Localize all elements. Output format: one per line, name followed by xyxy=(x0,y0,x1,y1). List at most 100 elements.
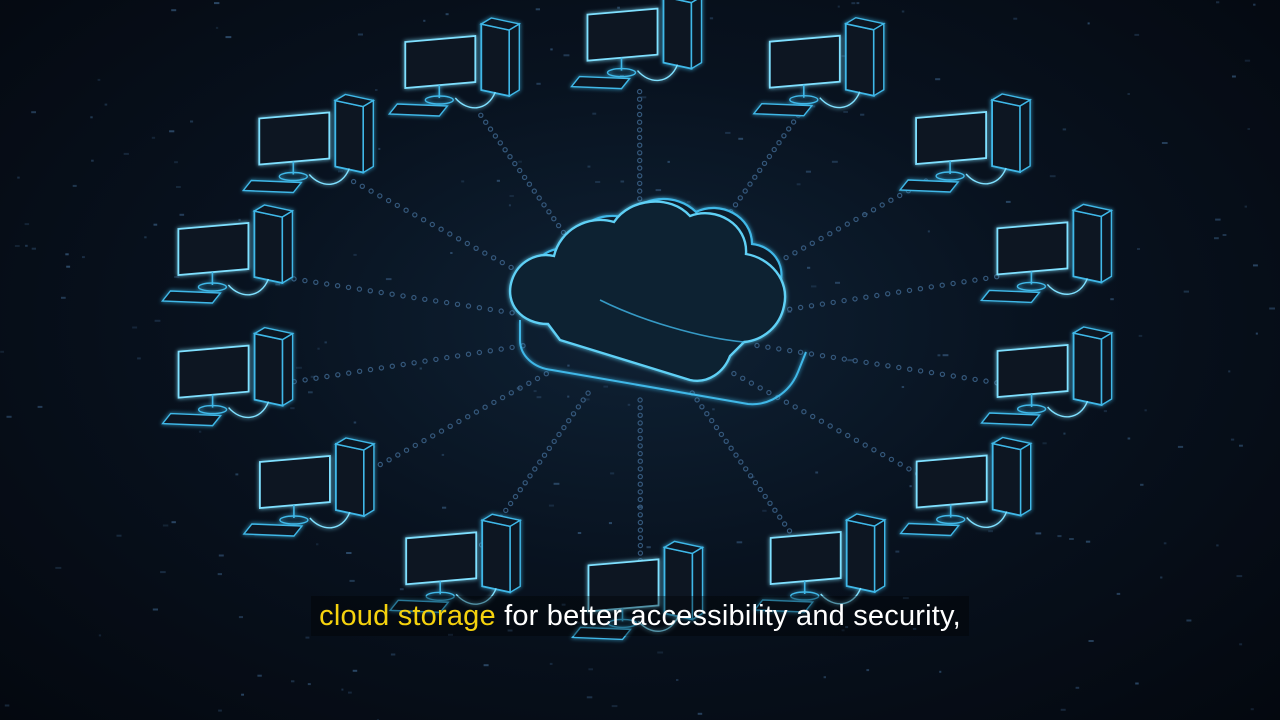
grid-dot xyxy=(588,668,593,671)
workstation-ring xyxy=(160,0,1114,641)
grid-dot xyxy=(445,13,449,16)
grid-dot xyxy=(1135,682,1139,685)
grid-dot xyxy=(1269,307,1275,310)
grid-dot xyxy=(214,2,220,5)
workstation-icon xyxy=(571,540,705,641)
grid-dot xyxy=(55,566,62,569)
grid-dot xyxy=(399,588,404,591)
grid-dot xyxy=(667,160,670,163)
grid-dot xyxy=(174,276,180,278)
grid-dot xyxy=(988,530,993,533)
grid-dot xyxy=(218,554,224,557)
grid-dot xyxy=(1161,142,1168,144)
grid-dot xyxy=(1110,298,1114,301)
grid-dot xyxy=(1216,1,1220,4)
grid-dot xyxy=(390,653,396,656)
grid-dot xyxy=(295,366,302,369)
grid-dot xyxy=(154,319,161,322)
grid-dot xyxy=(171,9,177,12)
grid-dot xyxy=(496,179,500,182)
grid-dot xyxy=(860,113,865,116)
grid-dot xyxy=(316,543,319,546)
grid-dot xyxy=(1127,93,1130,95)
grid-dot xyxy=(1116,592,1121,595)
grid-dot xyxy=(1177,445,1184,448)
grid-dot xyxy=(805,170,811,173)
grid-dot xyxy=(586,696,593,699)
grid-dot xyxy=(1060,708,1066,711)
grid-dot xyxy=(837,5,840,8)
grid-dot xyxy=(1244,205,1247,208)
grid-dot xyxy=(1137,248,1140,250)
workstation-icon xyxy=(979,203,1114,304)
grid-dot xyxy=(1062,128,1067,131)
workstation-icon xyxy=(899,436,1033,537)
grid-dot xyxy=(563,54,570,57)
grid-dot xyxy=(1087,22,1090,25)
grid-dot xyxy=(4,704,10,707)
grid-dot xyxy=(535,8,540,11)
grid-dot xyxy=(291,680,295,683)
grid-dot xyxy=(90,116,93,119)
grid-dot xyxy=(793,102,796,105)
grid-dot xyxy=(385,278,392,281)
grid-dot xyxy=(174,161,178,164)
grid-dot xyxy=(549,662,553,665)
grid-dot xyxy=(132,326,138,329)
grid-dot xyxy=(762,509,767,512)
grid-dot xyxy=(305,636,310,639)
grid-dot xyxy=(1013,17,1018,20)
grid-dot xyxy=(533,390,537,393)
grid-dot xyxy=(1255,332,1258,335)
grid-dot xyxy=(1253,264,1258,267)
grid-dot xyxy=(584,398,590,401)
grid-dot xyxy=(901,10,905,13)
grid-dot xyxy=(577,532,582,534)
grid-dot xyxy=(423,19,426,22)
grid-dot xyxy=(592,112,597,115)
grid-dot xyxy=(17,176,20,179)
grid-dot xyxy=(823,676,826,679)
grid-dot xyxy=(610,472,615,475)
grid-dot xyxy=(238,218,241,221)
grid-dot xyxy=(835,281,840,284)
grid-dot xyxy=(815,471,819,474)
grid-dot xyxy=(620,180,625,183)
grid-dot xyxy=(341,688,344,691)
workstation-icon xyxy=(753,513,887,613)
grid-dot xyxy=(536,396,542,399)
connector-line xyxy=(280,343,526,386)
grid-dot xyxy=(235,473,239,476)
grid-dot xyxy=(275,283,281,286)
grid-dot xyxy=(856,2,860,5)
grid-dot xyxy=(646,546,651,549)
grid-dot xyxy=(483,664,489,667)
grid-dot xyxy=(1244,59,1251,62)
grid-dot xyxy=(518,160,522,163)
grid-dot xyxy=(553,482,560,485)
connector-line xyxy=(280,274,526,318)
grid-dot xyxy=(225,36,232,39)
grid-dot xyxy=(357,33,363,36)
grid-dot xyxy=(179,213,185,216)
grid-dot xyxy=(611,705,618,708)
connector-line xyxy=(689,390,802,548)
grid-dot xyxy=(603,385,609,388)
grid-dot xyxy=(567,364,570,367)
grid-dot xyxy=(308,391,313,394)
grid-dot xyxy=(349,579,355,582)
subtitle-text: for better accessibility and security, xyxy=(495,600,961,632)
grid-dot xyxy=(290,407,295,410)
grid-dot xyxy=(587,165,591,168)
workstation-icon xyxy=(160,204,295,304)
grid-dot xyxy=(841,55,846,58)
grid-dot xyxy=(31,111,36,114)
grid-dot xyxy=(152,608,158,611)
subtitle-highlight-text: cloud storage xyxy=(319,600,496,632)
grid-dot xyxy=(895,550,900,553)
grid-dot xyxy=(866,669,870,672)
grid-dot xyxy=(843,111,848,113)
grid-dot xyxy=(348,691,352,694)
grid-dot xyxy=(442,506,447,509)
grid-dot xyxy=(1042,442,1047,445)
